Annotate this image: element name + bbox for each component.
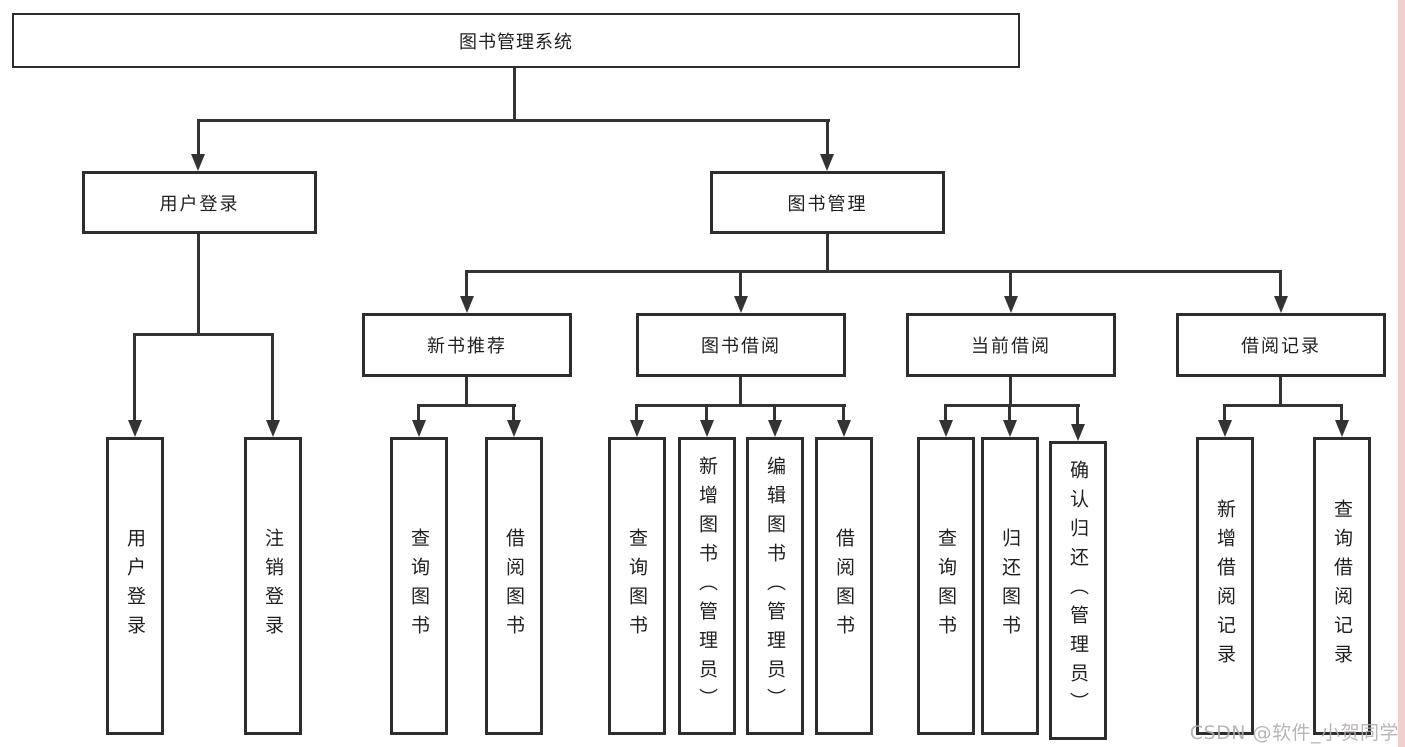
connector-line bbox=[739, 377, 742, 407]
connector-line bbox=[465, 270, 1282, 273]
arrowhead-down-icon bbox=[128, 420, 142, 437]
connector-line bbox=[635, 404, 638, 422]
arrowhead-down-icon bbox=[1335, 420, 1349, 437]
connector-line bbox=[133, 333, 274, 336]
leaf-query-borrow-record: 查询借阅记录 bbox=[1313, 437, 1371, 735]
leaf-confirm-return-admin: 确认归还（管理员） bbox=[1049, 441, 1107, 740]
arrowhead-down-icon bbox=[191, 154, 205, 171]
leaf-query-books-3: 查询图书 bbox=[917, 437, 975, 735]
connector-line bbox=[197, 234, 200, 335]
leaf-add-borrow-record: 新增借阅记录 bbox=[1196, 437, 1254, 735]
csdn-watermark: CSDN @软件_小贺同学 bbox=[1189, 722, 1399, 744]
connector-line bbox=[417, 404, 420, 422]
arrowhead-down-icon bbox=[1003, 420, 1017, 437]
connector-line bbox=[1223, 404, 1226, 422]
connector-line bbox=[465, 270, 468, 298]
leaf-logout: 注销登录 bbox=[244, 437, 302, 735]
connector-line bbox=[1279, 377, 1282, 407]
connector-line bbox=[465, 377, 468, 407]
connector-line bbox=[842, 404, 845, 422]
right-edge-strip bbox=[1398, 0, 1405, 747]
connector-line bbox=[826, 119, 829, 155]
arrowhead-down-icon bbox=[1004, 296, 1018, 313]
arrowhead-down-icon bbox=[1071, 424, 1085, 441]
arrowhead-down-icon bbox=[507, 420, 521, 437]
arrowhead-down-icon bbox=[412, 420, 426, 437]
arrowhead-down-icon bbox=[837, 420, 851, 437]
node-new-book-recommend: 新书推荐 bbox=[362, 313, 572, 377]
leaf-edit-book-admin: 编辑图书（管理员） bbox=[746, 437, 804, 735]
arrowhead-down-icon bbox=[1274, 296, 1288, 313]
arrowhead-down-icon bbox=[460, 296, 474, 313]
connector-line bbox=[197, 119, 200, 155]
leaf-borrow-books-1: 借阅图书 bbox=[485, 437, 543, 735]
leaf-return-book: 归还图书 bbox=[981, 437, 1039, 735]
node-current-borrow: 当前借阅 bbox=[906, 313, 1116, 377]
arrowhead-down-icon bbox=[820, 154, 834, 171]
node-book-borrow: 图书借阅 bbox=[636, 313, 846, 377]
connector-line bbox=[944, 404, 947, 422]
connector-line bbox=[1008, 404, 1011, 422]
node-root: 图书管理系统 bbox=[12, 13, 1020, 68]
node-book-management: 图书管理 bbox=[710, 171, 945, 234]
connector-line bbox=[197, 119, 830, 122]
connector-line bbox=[512, 404, 515, 422]
arrowhead-down-icon bbox=[939, 420, 953, 437]
connector-line bbox=[1279, 270, 1282, 298]
arrowhead-down-icon bbox=[734, 296, 748, 313]
node-user-login: 用户登录 bbox=[82, 171, 317, 234]
connector-line bbox=[1340, 404, 1343, 422]
leaf-add-book-admin: 新增图书（管理员） bbox=[678, 437, 736, 735]
connector-line bbox=[1223, 404, 1343, 407]
connector-line bbox=[1009, 270, 1012, 298]
node-borrow-record: 借阅记录 bbox=[1176, 313, 1386, 377]
connector-line bbox=[739, 270, 742, 298]
connector-line bbox=[417, 404, 516, 407]
connector-line bbox=[826, 234, 829, 273]
connector-line bbox=[1076, 404, 1079, 426]
connector-line bbox=[635, 404, 846, 407]
connector-line bbox=[944, 404, 1080, 407]
arrowhead-down-icon bbox=[1218, 420, 1232, 437]
connector-line bbox=[705, 404, 708, 422]
arrowhead-down-icon bbox=[630, 420, 644, 437]
leaf-query-books-2: 查询图书 bbox=[608, 437, 666, 735]
leaf-query-books-1: 查询图书 bbox=[390, 437, 448, 735]
arrowhead-down-icon bbox=[700, 420, 714, 437]
connector-line bbox=[133, 333, 136, 422]
connector-line bbox=[271, 333, 274, 422]
connector-line bbox=[773, 404, 776, 422]
arrowhead-down-icon bbox=[768, 420, 782, 437]
leaf-user-login: 用户登录 bbox=[106, 437, 164, 735]
arrowhead-down-icon bbox=[266, 420, 280, 437]
connector-line bbox=[1009, 377, 1012, 407]
connector-line bbox=[513, 68, 516, 121]
leaf-borrow-books-2: 借阅图书 bbox=[815, 437, 873, 735]
